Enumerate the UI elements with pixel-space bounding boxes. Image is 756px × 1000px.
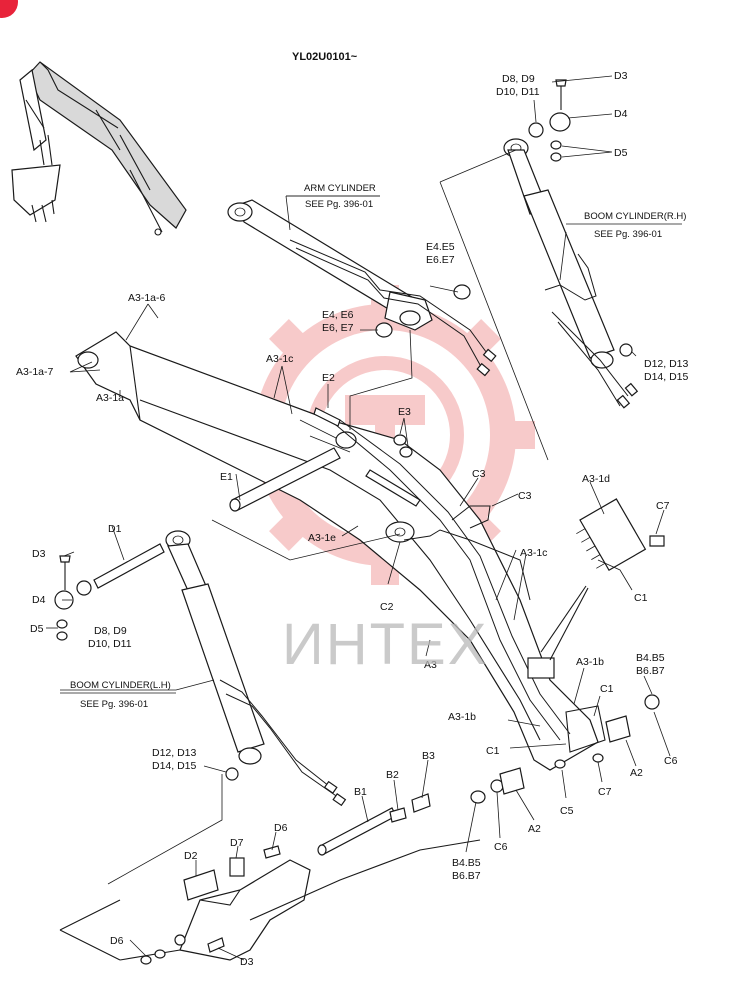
boom-cylinder-rh-see: SEE Pg. 396-01 bbox=[594, 229, 662, 240]
reference-boom-cylinder-rh: BOOM CYLINDER(R.H) SEE Pg. 396-01 bbox=[566, 211, 686, 240]
reference-arm-cylinder: ARM CYLINDER SEE Pg. 396-01 bbox=[286, 183, 380, 210]
callout-a3-1b-b: A3-1b bbox=[448, 711, 476, 723]
callout-b6-b7-bottom: B6.B7 bbox=[452, 870, 481, 882]
callout-a3: A3 bbox=[424, 659, 437, 671]
callout-b4-b5-bottom: B4.B5 bbox=[452, 857, 481, 869]
serial-range: YL02U0101~ bbox=[292, 51, 358, 63]
callout-c3-a: C3 bbox=[472, 468, 486, 480]
leader-lines bbox=[46, 75, 671, 961]
callout-e1: E1 bbox=[220, 471, 233, 483]
reference-boom-cylinder-lh: BOOM CYLINDER(L.H) SEE Pg. 396-01 bbox=[60, 680, 176, 710]
callout-c7-bottom: C7 bbox=[598, 786, 612, 798]
callout-d14-d15-left: D14, D15 bbox=[152, 760, 197, 772]
callout-d4-top: D4 bbox=[614, 108, 628, 120]
boom-a3-drawing bbox=[75, 331, 665, 771]
callout-e3: E3 bbox=[398, 406, 411, 418]
callout-b2: B2 bbox=[386, 769, 399, 781]
callout-d14-d15-right: D14, D15 bbox=[644, 371, 689, 383]
callout-d12-d13-right: D12, D13 bbox=[644, 358, 689, 370]
excavator-thumbnail bbox=[11, 61, 187, 236]
callout-e6-e7-a: E6.E7 bbox=[426, 254, 455, 266]
callout-c1-mid: C1 bbox=[600, 683, 614, 695]
callout-b4-b5-right: B4.B5 bbox=[636, 652, 665, 664]
pin-e1-e2-e3 bbox=[229, 284, 471, 512]
callout-c1-bottom: C1 bbox=[486, 745, 500, 757]
callout-d7: D7 bbox=[230, 837, 244, 849]
callout-d2: D2 bbox=[184, 850, 198, 862]
callout-d6-top: D6 bbox=[274, 822, 288, 834]
boom-cylinder-lh-see: SEE Pg. 396-01 bbox=[80, 699, 148, 710]
corner-badge bbox=[0, 0, 18, 18]
callout-c3-b: C3 bbox=[518, 490, 532, 502]
callout-e6-e7-b: E6, E7 bbox=[322, 322, 354, 334]
callout-a3-1a: A3-1a bbox=[96, 392, 124, 404]
callout-a3-1c-mid: A3-1c bbox=[520, 547, 547, 559]
watermark-text: ИНТЕХ bbox=[282, 612, 488, 677]
callout-d10-d11-top: D10, D11 bbox=[496, 86, 540, 98]
callout-c5: C5 bbox=[560, 805, 574, 817]
callout-a2-right: A2 bbox=[630, 767, 643, 779]
callout-d3-bottom: D3 bbox=[240, 956, 254, 968]
callout-d1: D1 bbox=[108, 523, 122, 535]
arm-cylinder-see: SEE Pg. 396-01 bbox=[305, 199, 373, 210]
callout-a3-1d: A3-1d bbox=[582, 473, 610, 485]
callout-b3: B3 bbox=[422, 750, 435, 762]
callout-d10-d11-left: D10, D11 bbox=[88, 638, 132, 650]
callout-d5-top: D5 bbox=[614, 147, 628, 159]
arm-cylinder-drawing bbox=[227, 199, 497, 377]
base-bracket-drawing bbox=[59, 694, 660, 965]
boom-cylinder-rh-drawing bbox=[503, 79, 639, 409]
callout-a3-1a-6: A3-1a-6 bbox=[128, 292, 166, 304]
callout-d3-top: D3 bbox=[614, 70, 628, 82]
boom-cylinder-lh-name: BOOM CYLINDER(L.H) bbox=[70, 680, 171, 691]
callout-a3-1b-a: A3-1b bbox=[576, 656, 604, 668]
callout-c6-right: C6 bbox=[664, 755, 678, 767]
callout-d6-bottom: D6 bbox=[110, 935, 124, 947]
part-callouts: D3 D8, D9 D10, D11 D4 D5 E4.E5 E6.E7 E4,… bbox=[16, 70, 689, 968]
callout-d8-d9-left: D8, D9 bbox=[94, 625, 127, 637]
callout-d12-d13-left: D12, D13 bbox=[152, 747, 197, 759]
arm-cylinder-name: ARM CYLINDER bbox=[304, 183, 376, 194]
callout-c1-top: C1 bbox=[634, 592, 648, 604]
callout-c6-bottom: C6 bbox=[494, 841, 508, 853]
callout-e2: E2 bbox=[322, 372, 335, 384]
callout-d3-left: D3 bbox=[32, 548, 46, 560]
callout-b6-b7-right: B6.B7 bbox=[636, 665, 665, 677]
callout-d5-left: D5 bbox=[30, 623, 44, 635]
callout-d4-left: D4 bbox=[32, 594, 46, 606]
boom-cylinder-lh-drawing bbox=[54, 530, 347, 807]
callout-a2-bottom: A2 bbox=[528, 823, 541, 835]
callout-e4-e5: E4.E5 bbox=[426, 241, 455, 253]
callout-e4-e6: E4, E6 bbox=[322, 309, 354, 321]
callout-d8-d9-top: D8, D9 bbox=[502, 73, 535, 85]
callout-c7-top: C7 bbox=[656, 500, 670, 512]
callout-b1: B1 bbox=[354, 786, 367, 798]
boom-cylinder-rh-name: BOOM CYLINDER(R.H) bbox=[584, 211, 686, 222]
callout-a3-1a-7: A3-1a-7 bbox=[16, 366, 54, 378]
callout-a3-1e: A3-1e bbox=[308, 532, 336, 544]
callout-c2: C2 bbox=[380, 601, 394, 613]
callout-a3-1c-top: A3-1c bbox=[266, 353, 293, 365]
